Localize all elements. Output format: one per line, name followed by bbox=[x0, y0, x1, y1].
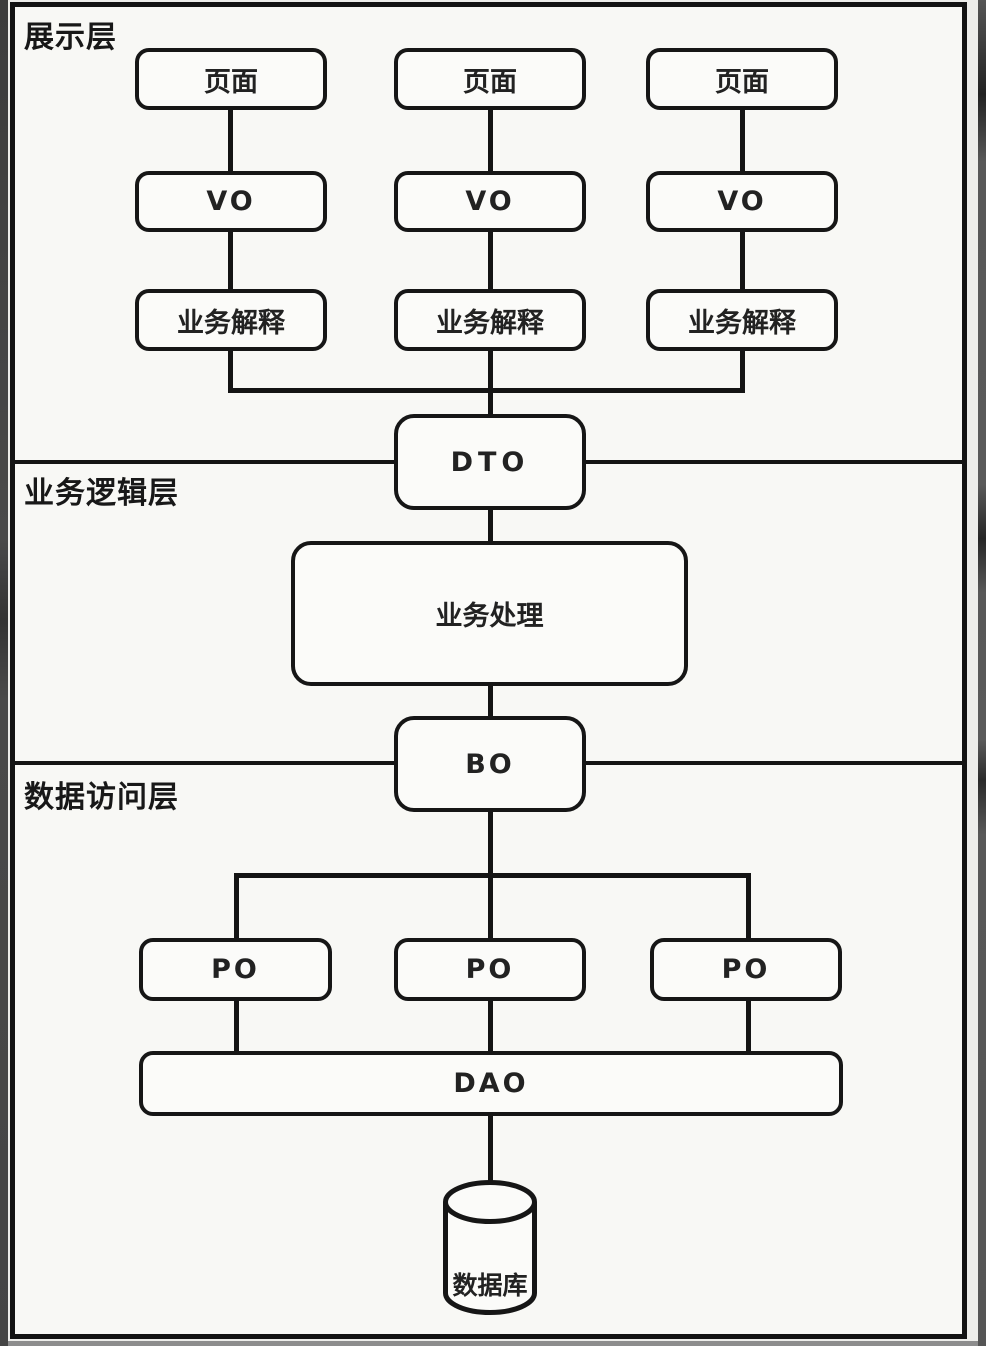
connector-interpret1-merge bbox=[228, 351, 233, 392]
database-cylinder-icon bbox=[443, 1180, 537, 1315]
right-screen-edge bbox=[978, 0, 986, 1346]
connector-dao-database bbox=[488, 1114, 493, 1190]
node-business-process: 业务处理 bbox=[291, 541, 688, 686]
node-po-2: PO bbox=[394, 938, 586, 1001]
connector-interpret2-dto bbox=[488, 351, 493, 417]
bottom-screen-edge bbox=[8, 1341, 978, 1346]
node-bo: BO bbox=[394, 716, 586, 812]
connector-process-bo bbox=[488, 684, 493, 719]
node-vo-1: VO bbox=[135, 171, 327, 232]
node-interpret-1: 业务解释 bbox=[135, 289, 327, 351]
node-po-3: PO bbox=[650, 938, 842, 1001]
merge-line-interprets bbox=[228, 388, 745, 393]
connector-branch-po3 bbox=[746, 876, 751, 940]
node-page-1: 页面 bbox=[135, 48, 327, 110]
connector-dto-process bbox=[488, 509, 493, 544]
node-interpret-3: 业务解释 bbox=[646, 289, 838, 351]
connector-page2-vo2 bbox=[488, 110, 493, 172]
node-dao: DAO bbox=[139, 1051, 843, 1116]
node-dto: DTO bbox=[394, 414, 586, 510]
data-access-layer-label: 数据访问层 bbox=[24, 780, 179, 815]
node-po-1: PO bbox=[139, 938, 332, 1001]
connector-po2-dao bbox=[488, 1000, 493, 1053]
presentation-layer-label: 展示层 bbox=[24, 20, 117, 55]
connector-interpret3-merge bbox=[740, 351, 745, 392]
connector-vo1-interpret1 bbox=[228, 232, 233, 290]
left-screen-edge bbox=[0, 0, 8, 1346]
connector-vo2-interpret2 bbox=[488, 232, 493, 290]
node-vo-3: VO bbox=[646, 171, 838, 232]
connector-po1-dao bbox=[234, 1000, 239, 1053]
node-vo-2: VO bbox=[394, 171, 586, 232]
connector-branch-po1 bbox=[234, 876, 239, 940]
node-page-3: 页面 bbox=[646, 48, 838, 110]
node-interpret-2: 业务解释 bbox=[394, 289, 586, 351]
business-logic-layer-label: 业务逻辑层 bbox=[24, 476, 179, 511]
connector-page3-vo3 bbox=[740, 110, 745, 172]
node-page-2: 页面 bbox=[394, 48, 586, 110]
branch-line-po bbox=[234, 873, 751, 878]
database-cylinder: 数据库 bbox=[441, 1180, 539, 1318]
database-label: 数据库 bbox=[452, 1271, 528, 1300]
connector-page1-vo1 bbox=[228, 110, 233, 172]
connector-vo3-interpret3 bbox=[740, 232, 745, 290]
connector-po3-dao bbox=[746, 1000, 751, 1053]
